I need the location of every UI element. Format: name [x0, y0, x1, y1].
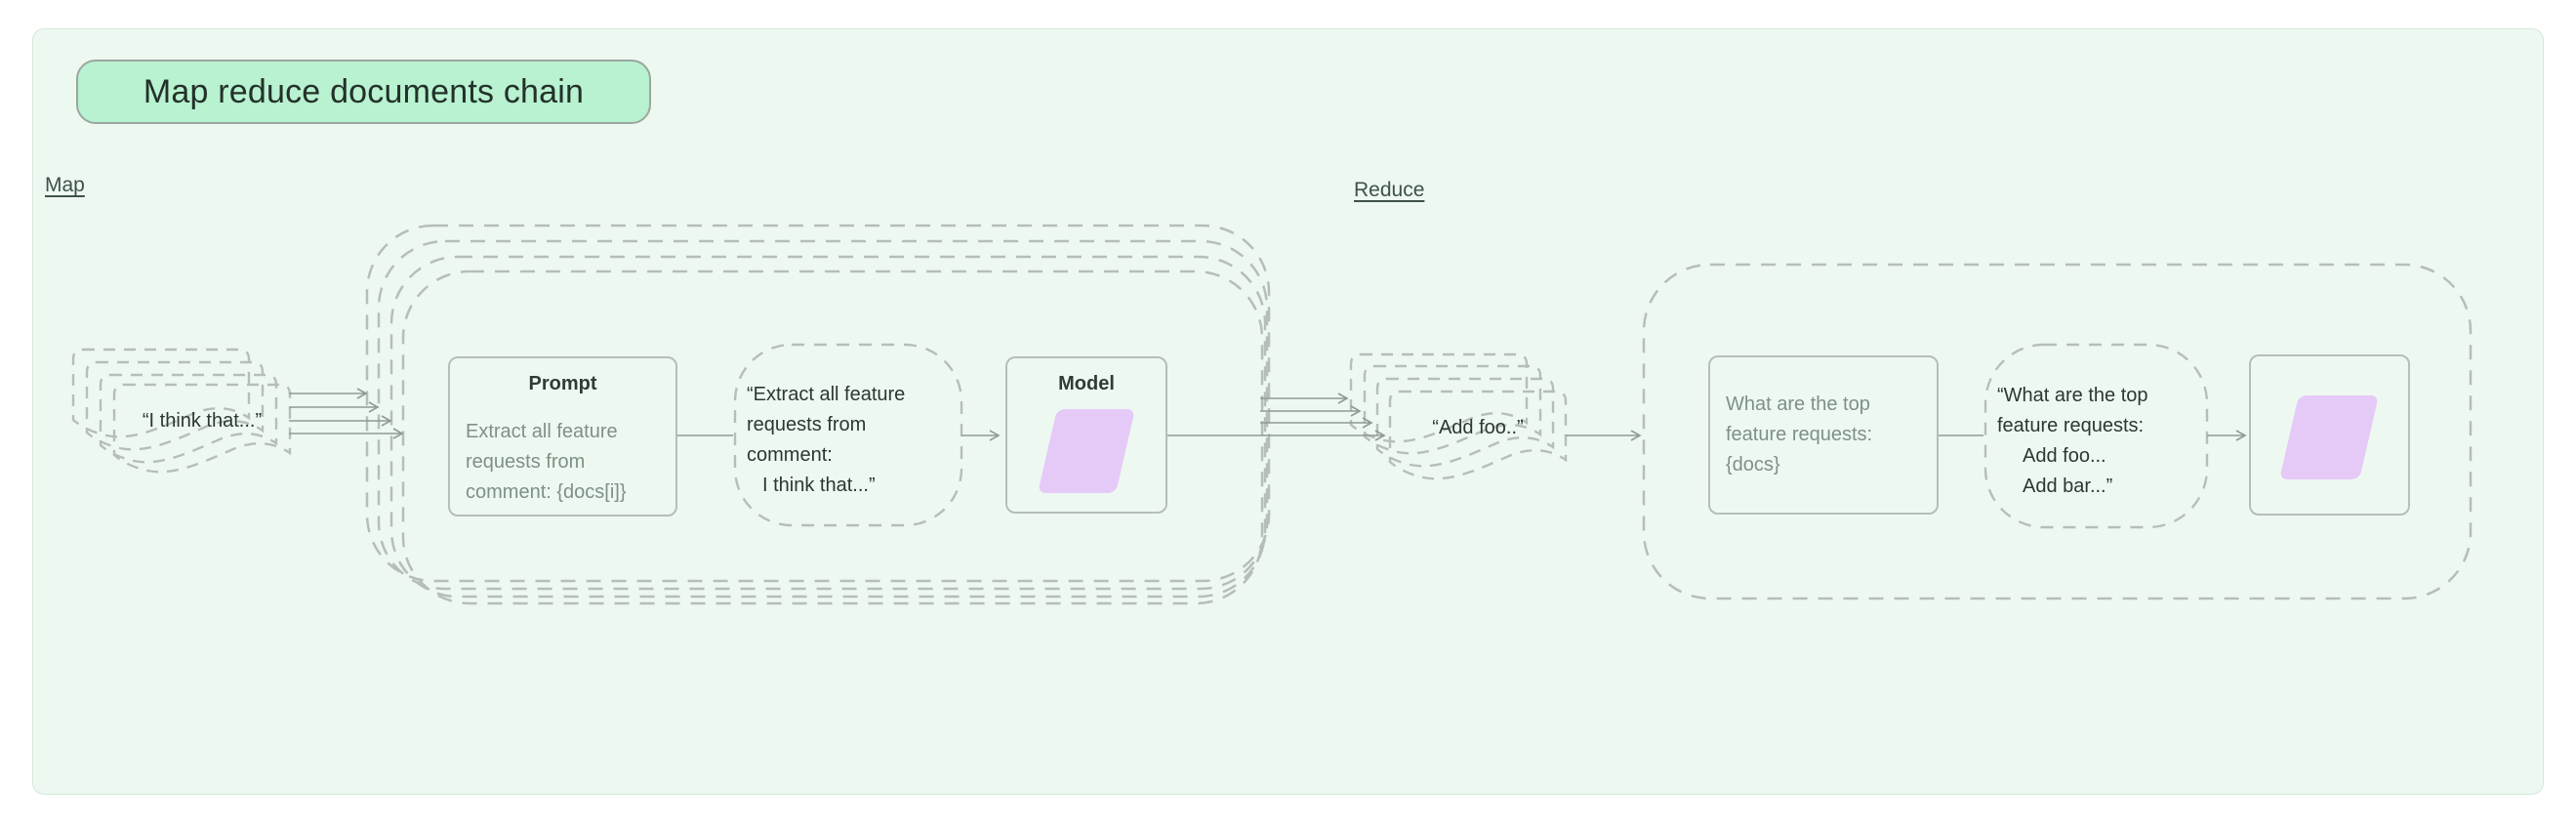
- map-prompt-line: requests from: [466, 451, 586, 473]
- reduce-prompt-line: What are the top: [1726, 393, 1870, 415]
- reduce-filled-line: Add bar...”: [2023, 475, 2113, 497]
- map-section-label[interactable]: Map: [45, 174, 85, 196]
- map-prompt-node: Prompt Extract all feature requests from…: [448, 356, 677, 517]
- map-model-title: Model: [1058, 373, 1115, 394]
- reduce-container: [1642, 263, 2473, 600]
- reduce-filled-line: “What are the top: [1997, 384, 2148, 406]
- diagram-panel: Map reduce documents chain Map Reduce “I…: [32, 28, 2544, 795]
- reduce-section-label[interactable]: Reduce: [1354, 179, 1425, 201]
- reduce-prompt-line: feature requests:: [1726, 424, 1873, 445]
- map-filled-line: I think that...”: [762, 474, 876, 496]
- map-prompt-line: comment: {docs[i]}: [466, 481, 627, 503]
- reduce-model-node: [2249, 354, 2410, 516]
- map-filled-line: requests from: [747, 413, 867, 435]
- map-fanout-arrows: [1167, 393, 1386, 441]
- map-fanin-arrows: [289, 388, 404, 439]
- map-prompt-text: Extract all feature requests from commen…: [450, 395, 675, 508]
- reduce-prompt-node: What are the top feature requests: {docs…: [1708, 355, 1939, 515]
- diagram-title-badge: Map reduce documents chain: [76, 60, 651, 124]
- reduce-filled-line: feature requests:: [1997, 414, 2145, 436]
- map-model-node: Model: [1005, 356, 1167, 514]
- input-document-label: “I think that...”: [142, 409, 263, 432]
- map-filled-line: comment:: [747, 443, 833, 466]
- diagram-shapes-layer: [71, 224, 2473, 605]
- reduce-filled-line: Add foo...: [2023, 444, 2106, 467]
- reduce-prompt-line: {docs}: [1726, 454, 1780, 476]
- map-filled-line: “Extract all feature: [747, 383, 906, 405]
- mapped-document-label: “Add foo..”: [1432, 416, 1524, 438]
- map-prompt-title: Prompt: [528, 373, 597, 394]
- reduce-filled-prompt-text: “What are the top feature requests: Add …: [1985, 345, 2207, 527]
- map-prompt-line: Extract all feature: [466, 421, 618, 442]
- map-filled-prompt-text: “Extract all feature requests from comme…: [735, 345, 961, 525]
